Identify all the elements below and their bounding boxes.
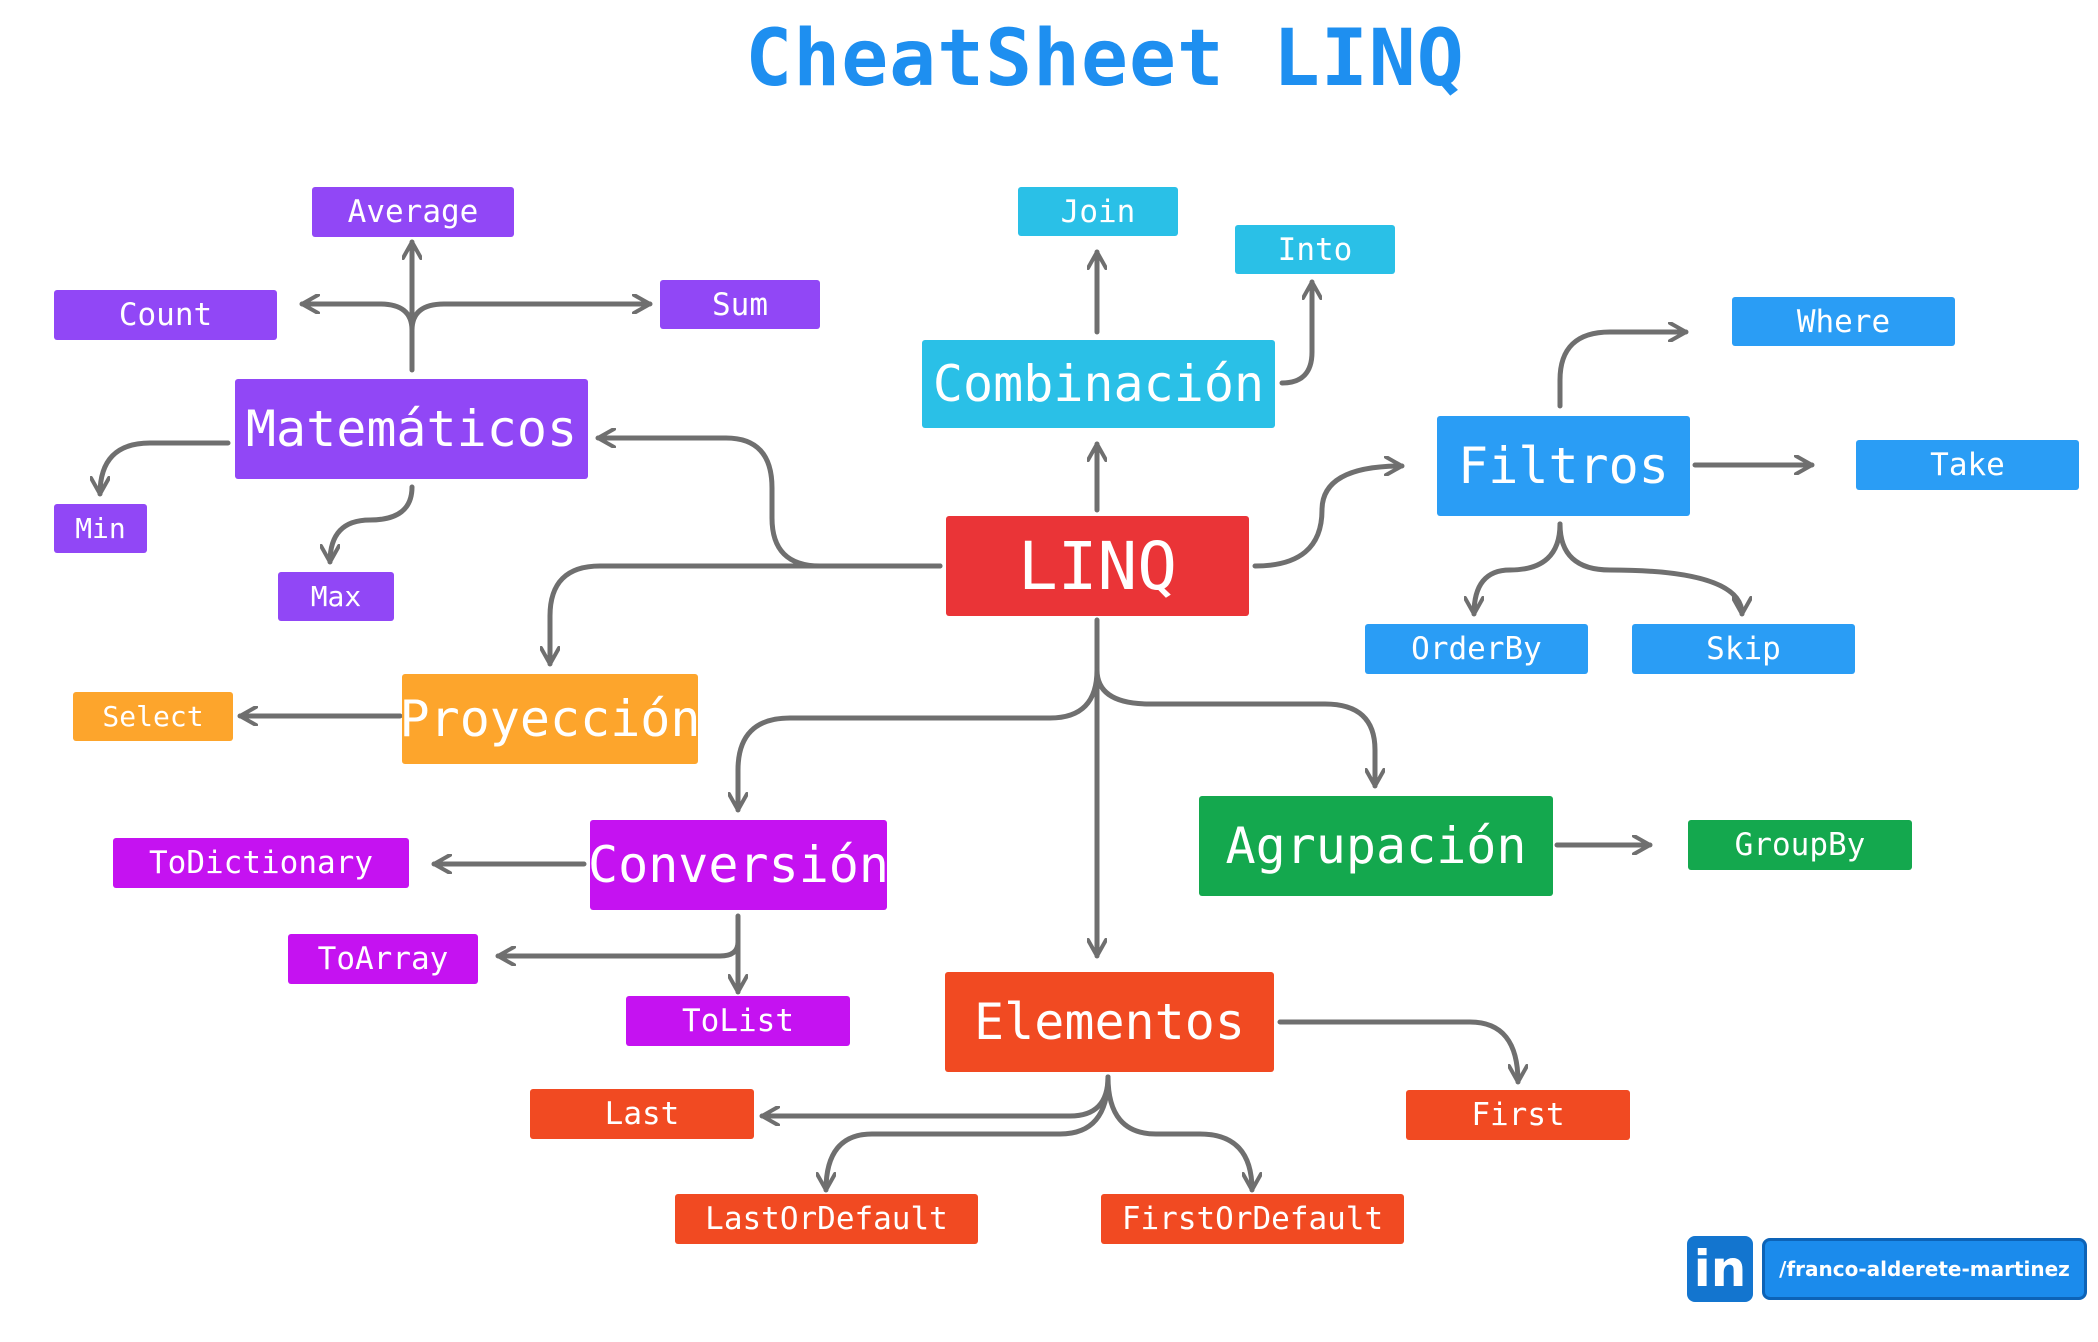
node-matematicos: Matemáticos: [235, 379, 588, 479]
edge-matematicos-count: [299, 304, 415, 333]
node-groupby: GroupBy: [1688, 820, 1912, 870]
edge-linq-agrupacion: [1094, 667, 1375, 789]
node-firstordefault: FirstOrDefault: [1101, 1194, 1404, 1244]
edge-elementos-firstordefault: [1105, 1074, 1252, 1193]
node-sum: Sum: [660, 280, 820, 329]
node-lastordefault: LastOrDefault: [675, 1194, 978, 1244]
node-min: Min: [54, 504, 147, 553]
edge-filtros-orderby: [1474, 521, 1563, 617]
edge-linq-filtros: [1252, 466, 1405, 569]
node-combinacion: Combinación: [922, 340, 1275, 428]
node-proyeccion: Proyección: [399, 674, 701, 764]
node-first: First: [1406, 1090, 1630, 1140]
edge-matematicos-sum: [409, 304, 653, 333]
node-filtros: Filtros: [1437, 416, 1690, 516]
node-todictionary: ToDictionary: [113, 838, 409, 888]
node-toarray: ToArray: [288, 934, 478, 984]
linkedin-icon[interactable]: in: [1687, 1236, 1753, 1302]
node-tolist: ToList: [626, 996, 850, 1046]
node-max: Max: [278, 572, 394, 621]
node-take: Take: [1856, 440, 2079, 490]
node-average: Average: [312, 187, 514, 237]
linkedin-handle[interactable]: /franco-alderete-martinez: [1762, 1238, 2087, 1300]
node-into: Into: [1235, 225, 1395, 274]
edge-elementos-last: [759, 1074, 1111, 1116]
node-skip: Skip: [1632, 624, 1855, 674]
node-linq: LINQ: [946, 516, 1249, 616]
edge-elementos-first: [1277, 1019, 1518, 1085]
edge-conversion-toarray: [495, 913, 741, 956]
edge-combinacion-into: [1279, 279, 1312, 386]
node-where: Where: [1732, 297, 1955, 346]
edge-matematicos-max: [330, 484, 415, 565]
node-conversion: Conversión: [588, 820, 889, 910]
edge-linq-matematicos: [595, 438, 943, 569]
edge-matematicos-min: [100, 440, 231, 497]
node-elementos: Elementos: [945, 972, 1274, 1072]
node-select: Select: [73, 692, 233, 741]
node-count: Count: [54, 290, 277, 340]
edge-filtros-where: [1557, 332, 1689, 409]
edge-elementos-lastordefault: [826, 1074, 1111, 1193]
page-title: CheatSheet LINQ: [745, 14, 1465, 104]
edge-filtros-skip: [1557, 521, 1742, 617]
edge-linq-conversion: [738, 667, 1100, 813]
node-join: Join: [1018, 187, 1178, 236]
node-last: Last: [530, 1089, 754, 1139]
node-agrupacion: Agrupación: [1199, 796, 1553, 896]
edge-linq-proyeccion: [550, 563, 943, 667]
node-orderby: OrderBy: [1365, 624, 1588, 674]
